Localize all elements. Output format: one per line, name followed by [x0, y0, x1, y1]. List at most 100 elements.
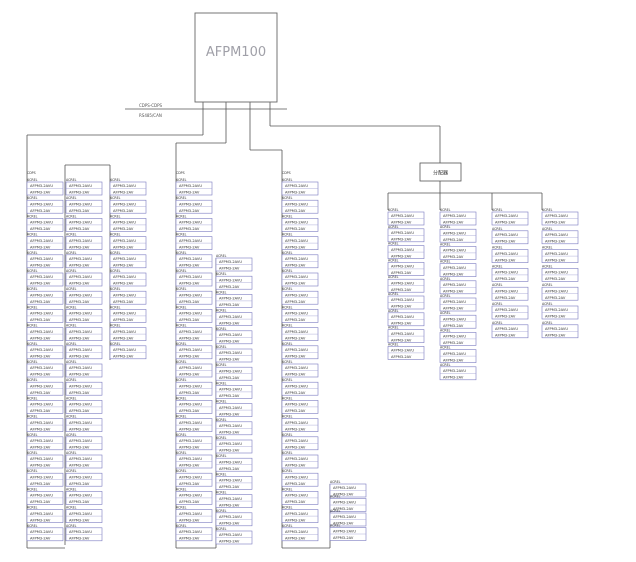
row-label: ACREL: [66, 415, 77, 419]
module-model: AFPM3-2AV: [179, 427, 200, 431]
row-label: ACREL: [27, 251, 38, 255]
module-name: AFPM3-2AVU: [113, 275, 136, 279]
module-name: AFPM3-2AVU: [443, 352, 466, 356]
module-name: AFPM3-2AVU: [545, 233, 568, 237]
module-name: AFPM3-2AVU: [179, 221, 202, 225]
module-name: AFPM3-2AVU: [179, 330, 202, 334]
module-model: AFPM3-2AV: [545, 334, 566, 338]
module-model: AFPM3-2AV: [69, 191, 90, 195]
module-name: AFPM3-2AVU: [30, 312, 53, 316]
module-model: AFPM3-2AV: [219, 285, 240, 289]
module-name: AFPM3-2AVU: [113, 184, 136, 188]
module-name: AFPM3-2AVU: [30, 293, 53, 297]
module-model: AFPM3-2AV: [443, 358, 464, 362]
module-model: AFPM3-2AV: [219, 340, 240, 344]
module-name: AFPM3-2AVU: [443, 317, 466, 321]
module-name: AFPM3-2AVU: [285, 348, 308, 352]
module-name: AFPM3-2AVU: [443, 335, 466, 339]
module-model: AFPM3-2AV: [179, 227, 200, 231]
module-name: AFPM3-2AVU: [30, 202, 53, 206]
module-model: AFPM3-2AV: [69, 537, 90, 541]
module-name: AFPM3-2AVU: [495, 271, 518, 275]
module-model: AFPM3-2AV: [179, 500, 200, 504]
module-name: AFPM3-2AVU: [179, 512, 202, 516]
module-name: AFPM3-2AVU: [285, 221, 308, 225]
module-name: AFPM3-2AVU: [495, 327, 518, 331]
module-name: AFPM3-2AVU: [285, 330, 308, 334]
row-label: ACREL: [66, 324, 77, 328]
module-model: AFPM3-2AV: [179, 537, 200, 541]
module-name: AFPM3-2AVU: [219, 278, 242, 282]
module-model: AFPM3-2AV: [285, 409, 306, 413]
module-model: AFPM3-2AV: [113, 318, 134, 322]
module-model: AFPM3-2AV: [69, 264, 90, 268]
module-name: AFPM3-2AVU: [113, 221, 136, 225]
row-label: ACREL: [66, 378, 77, 382]
module-model: AFPM3-2AV: [69, 373, 90, 377]
row-label: ACREL: [542, 302, 553, 306]
module-model: AFPM3-2AV: [219, 503, 240, 507]
module-name: AFPM3-2AVU: [443, 214, 466, 218]
module-name: AFPM3-2AVU: [30, 530, 53, 534]
module-name: AFPM3-2AVU: [69, 330, 92, 334]
main-unit-box: [194, 12, 278, 103]
module-name: AFPM3-2AVU: [219, 442, 242, 446]
row-label: ACREL: [282, 287, 293, 291]
module-name: AFPM3-2AVU: [179, 275, 202, 279]
module-name: AFPM3-2AVU: [285, 421, 308, 425]
module-name: AFPM3-2AVU: [545, 289, 568, 293]
row-label: ACREL: [282, 415, 293, 419]
module-name: AFPM3-2AVU: [333, 501, 356, 505]
module-name: AFPM3-2AVU: [113, 348, 136, 352]
module-name: AFPM3-2AVU: [179, 403, 202, 407]
module-model: AFPM3-2AV: [30, 300, 51, 304]
module-name: AFPM3-2AVU: [285, 293, 308, 297]
module-model: AFPM3-2AV: [179, 191, 200, 195]
module-name: AFPM3-2AVU: [391, 315, 414, 319]
module-name: AFPM3-2AVU: [545, 252, 568, 256]
module-name: AFPM3-2AVU: [285, 257, 308, 261]
row-label: ACREL: [388, 208, 399, 212]
row-label: ACREL: [27, 214, 38, 218]
module-model: AFPM3-2AV: [113, 355, 134, 359]
row-label: ACREL: [66, 433, 77, 437]
module-name: AFPM3-2AVU: [179, 239, 202, 243]
row-label: ACREL: [330, 495, 341, 499]
row-label: ACREL: [176, 196, 187, 200]
meter-module: AFPM3-2AVU AFPM3-2AV: [109, 181, 147, 196]
module-model: AFPM3-2AV: [113, 191, 134, 195]
row-label: ACREL: [282, 324, 293, 328]
row-label: ACREL: [176, 214, 187, 218]
meter-module: AFPM3-2AVU AFPM3-2AV: [109, 345, 147, 360]
row-label: ACREL: [282, 305, 293, 309]
row-label: ACREL: [542, 321, 553, 325]
module-name: AFPM3-2AVU: [285, 457, 308, 461]
row-label: ACREL: [388, 258, 399, 262]
row-label: ACREL: [27, 487, 38, 491]
row-label: ACREL: [176, 451, 187, 455]
module-name: AFPM3-2AVU: [285, 530, 308, 534]
row-label: ACREL: [330, 509, 341, 513]
